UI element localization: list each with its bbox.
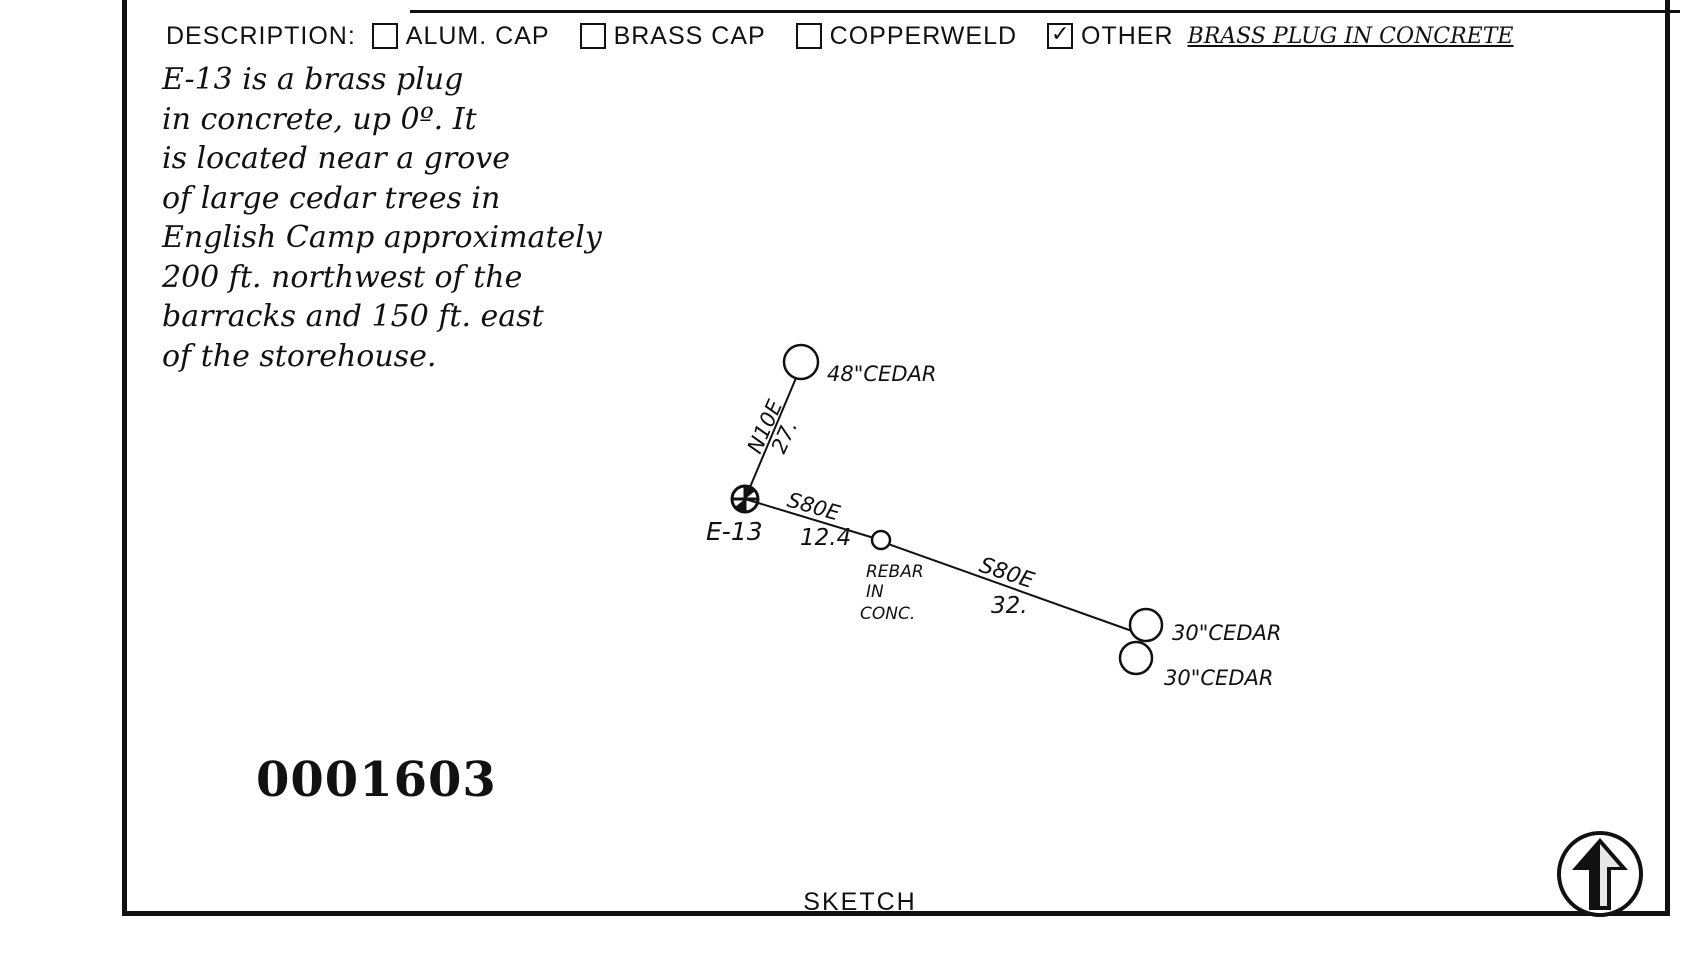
option-alum-cap[interactable]: ALUM. CAP (371, 21, 550, 51)
sketch-label: SKETCH (803, 888, 917, 916)
description-label: DESCRIPTION: (166, 21, 356, 50)
tree-top-cedar-icon (782, 343, 820, 381)
tree-right-1-icon (1128, 607, 1164, 643)
option-copperweld[interactable]: COPPERWELD (795, 21, 1018, 51)
tree-right-2-icon (1118, 640, 1154, 676)
north-arrow-icon (1557, 831, 1643, 917)
checkbox-alum-cap[interactable] (371, 23, 398, 49)
tree-right-1-label: 30"CEDAR (1172, 621, 1281, 645)
line-right-bearing: S80E (976, 553, 1037, 594)
line-to-right-cedar (887, 543, 1133, 632)
form-frame (122, 0, 1670, 916)
checkbox-other[interactable] (1047, 21, 1074, 49)
tree-right-2-label: 30"CEDAR (1164, 666, 1273, 690)
e13-point-icon (730, 484, 760, 514)
option-brass-cap[interactable]: BRASS CAP (579, 21, 766, 51)
description-text: E-13 is a brass plug in concrete, up 0º.… (162, 62, 602, 374)
line-to-rebar (744, 498, 875, 539)
option-alum-cap-label: ALUM. CAP (405, 21, 550, 50)
option-copperweld-label: COPPERWELD (829, 21, 1018, 50)
rebar-label-1: REBAR (866, 562, 924, 582)
rebar-label-3: CONC. (860, 604, 915, 624)
rebar-icon (870, 529, 892, 551)
document-number: 0001603 (256, 752, 497, 808)
form-top-border (410, 0, 1680, 13)
line-mid-distance: 12.4 (800, 525, 851, 551)
option-other-label: OTHER (1081, 21, 1174, 50)
checkbox-brass-cap[interactable] (579, 23, 606, 49)
option-brass-cap-label: BRASS CAP (613, 21, 766, 50)
rebar-label-2: IN (866, 582, 884, 602)
option-other[interactable]: OTHER (1047, 21, 1174, 51)
point-label: E-13 (706, 517, 763, 546)
line-right-distance: 32. (991, 593, 1028, 619)
tree-top-label: 48"CEDAR (827, 362, 936, 386)
description-header: DESCRIPTION: ALUM. CAP BRASS CAP COPPERW… (166, 14, 1666, 58)
other-value: BRASS PLUG IN CONCRETE (1187, 23, 1514, 49)
line-to-top-cedar (744, 377, 797, 500)
checkbox-copperweld[interactable] (795, 23, 822, 49)
